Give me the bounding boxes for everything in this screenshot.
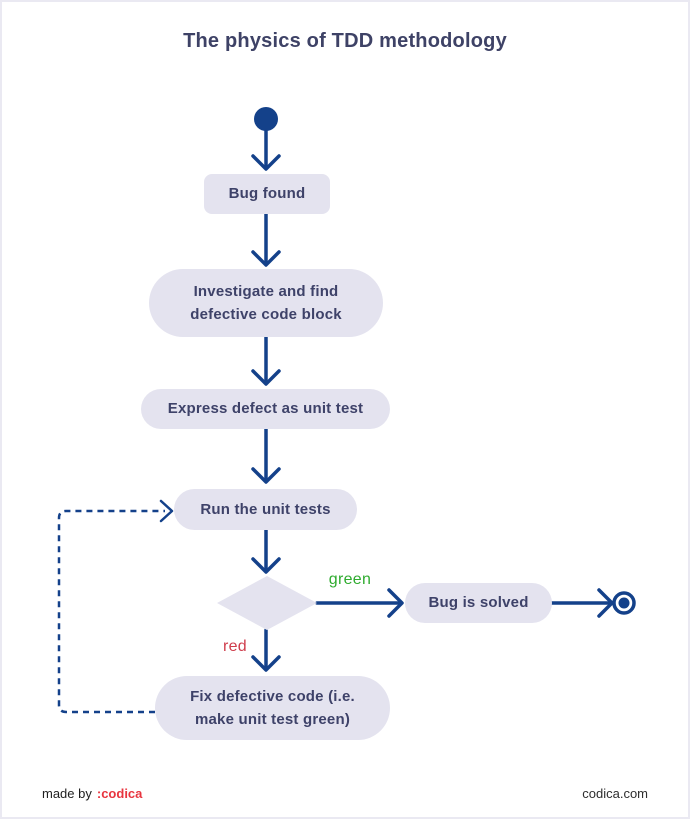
flow-node-label: Bug found bbox=[228, 185, 306, 203]
arrowhead-run bbox=[251, 467, 281, 484]
arrowhead-loop-run bbox=[159, 499, 174, 523]
page-title: The physics of TDD methodology bbox=[183, 30, 507, 52]
branch-label-red: red bbox=[222, 638, 248, 655]
flow-node-label: Bug is solved bbox=[428, 594, 529, 612]
arrowhead-bugfound bbox=[251, 154, 281, 171]
footer-site-url: codica.com bbox=[582, 786, 648, 801]
flow-node-label-line2: defective code block bbox=[190, 306, 342, 323]
made-by-text: made by bbox=[42, 786, 92, 801]
flow-node-label: Express defect as unit test bbox=[167, 400, 364, 418]
flow-node-fix-code: Fix defective code (i.e. make unit test … bbox=[155, 676, 390, 740]
arrowhead-investigate bbox=[251, 250, 281, 267]
end-node-dot-icon bbox=[618, 597, 630, 609]
flow-node-label-line1: Fix defective code (i.e. bbox=[190, 687, 355, 705]
flow-node-run-tests: Run the unit tests bbox=[174, 489, 357, 530]
flow-node-label: Run the unit tests bbox=[200, 500, 331, 518]
start-node-icon bbox=[254, 107, 278, 131]
arrowhead-end bbox=[597, 588, 614, 618]
arrowhead-fix bbox=[251, 655, 281, 672]
arrowhead-bugsolved bbox=[387, 588, 404, 618]
flow-node-bug-found: Bug found bbox=[204, 174, 330, 214]
arrowhead-decision bbox=[251, 557, 281, 574]
footer-credit: made by :codica bbox=[42, 786, 142, 801]
decision-diamond bbox=[217, 576, 317, 630]
footer: made by :codica codica.com bbox=[42, 786, 648, 801]
flow-node-investigate: Investigate and find defective code bloc… bbox=[149, 269, 383, 337]
flow-node-bug-solved: Bug is solved bbox=[405, 583, 552, 623]
dashed-loop-fix-to-run bbox=[57, 509, 165, 714]
flow-node-express-defect: Express defect as unit test bbox=[141, 389, 390, 429]
codica-logo: :codica bbox=[96, 786, 143, 801]
branch-label-green: green bbox=[328, 571, 372, 588]
arrowhead-express bbox=[251, 369, 281, 386]
flow-node-label-line1: Investigate and find bbox=[193, 282, 339, 300]
flow-node-label-line2: make unit test green) bbox=[194, 711, 351, 728]
